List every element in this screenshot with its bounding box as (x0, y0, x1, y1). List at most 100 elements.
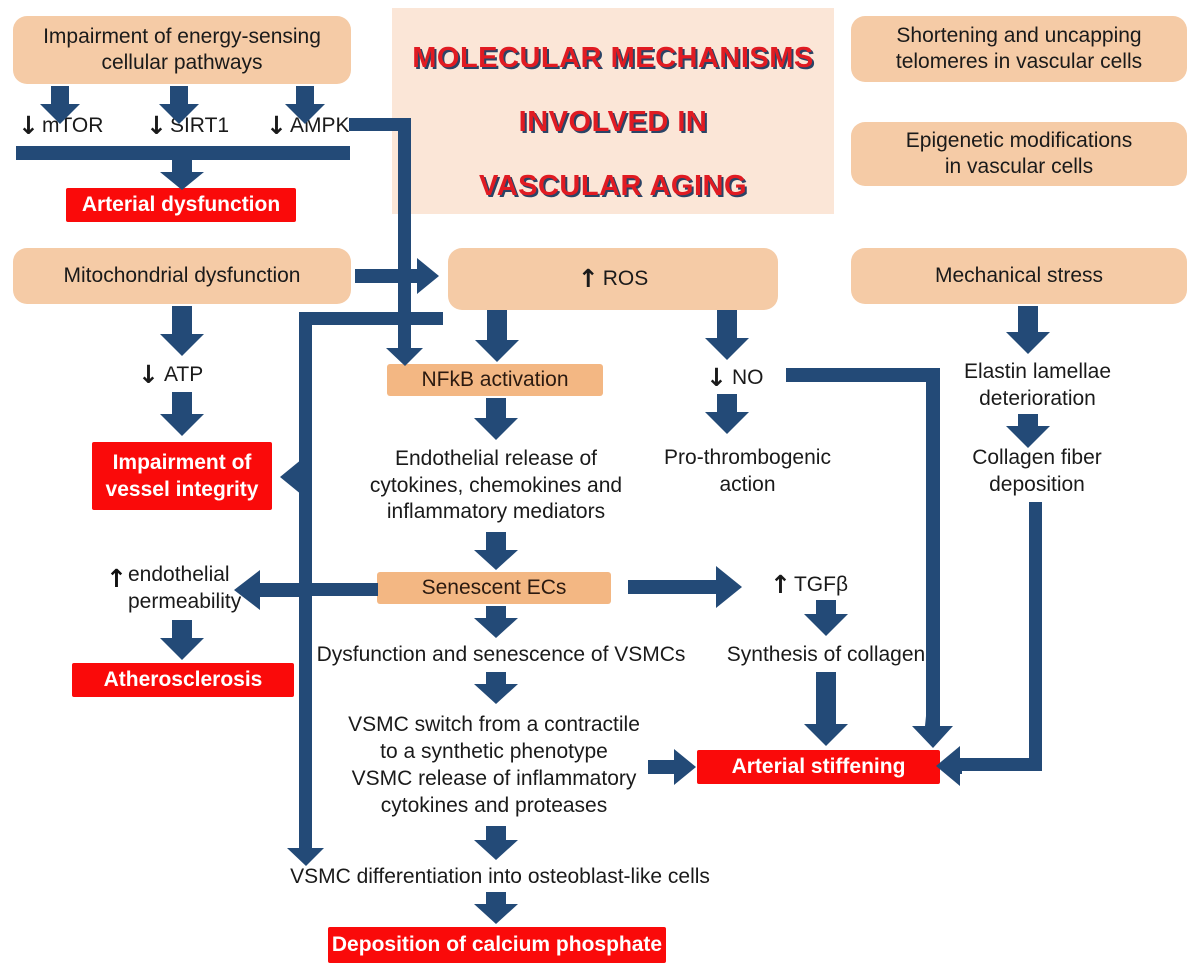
node-endothelial-permeability: endothelial permeability (102, 561, 282, 617)
node-vsmc-switch: VSMC switch from a contractile to a synt… (334, 708, 654, 824)
line-ampk-right (349, 118, 411, 131)
arrow-endothelial-release-to-senescent (474, 532, 518, 570)
node-tgfb: ↑ TGFβ (770, 570, 880, 600)
node-vsmc-switch-line4: cytokines and proteases (380, 793, 608, 817)
node-sirt1-label: SIRT1 (169, 113, 230, 137)
node-senescent-ecs: Senescent ECs (377, 572, 611, 604)
node-impairment-vessel-line2: vessel integrity (105, 478, 259, 501)
arrow-energy-to-mtor (40, 86, 80, 124)
node-telomeres: Shortening and uncapping telomeres in va… (851, 16, 1187, 82)
node-vsmc-switch-line3: VSMC release of inflammatory (351, 767, 637, 790)
arrow-to-impairment-vessel (280, 459, 312, 495)
node-endothelial-permeability-line1: endothelial (128, 563, 230, 587)
node-epigenetic-line2: in vascular cells (944, 155, 1094, 178)
line-no-right (786, 368, 940, 382)
node-impairment-vessel-line1: Impairment of (112, 450, 252, 474)
node-ros: ↑ ROS (448, 248, 778, 310)
arrow-ros-to-no (705, 310, 749, 360)
node-epigenetic: Epigenetic modifications in vascular cel… (851, 122, 1187, 186)
up-regulation-icon: ↑ (577, 264, 599, 294)
node-prothrombogenic: Pro-thrombogenic action (650, 444, 845, 500)
arrow-ros-to-nfkb (475, 310, 519, 362)
arrow-collagen-to-arterial-stiffening (936, 746, 962, 786)
title-line-2: INVOLVED IN (518, 106, 708, 138)
node-atp: ↓ ATP (138, 360, 248, 390)
node-impairment-vessel: Impairment of vessel integrity (92, 442, 272, 510)
arrow-vsmc-switch-to-differentiation (474, 826, 518, 860)
arrow-vsmc-differentiation-to-calcium (474, 892, 518, 924)
title-line-1: MOLECULAR MECHANISMS (412, 42, 814, 74)
line-no-down (926, 368, 940, 734)
arrow-to-endothelial-permeability (234, 570, 312, 610)
arrow-mechanical-stress-to-elastin (1006, 306, 1050, 354)
line-ampk-down (398, 118, 411, 358)
node-endothelial-release-line3: inflammatory mediators (386, 500, 606, 524)
node-arterial-dysfunction: Arterial dysfunction (66, 188, 296, 222)
down-regulation-icon: ↓ (18, 111, 39, 140)
line-ros-left (303, 312, 443, 325)
arrow-vsmc-dysfunction-to-switch (474, 672, 518, 704)
arrow-tgfb-to-synthesis-collagen (804, 600, 848, 636)
arrow-ros-line-to-vsmc-differentiation (287, 840, 324, 866)
node-tgfb-label: TGFβ (793, 572, 849, 596)
collector-bar-energy (16, 146, 350, 160)
node-senescent-ecs-label: Senescent ECs (421, 576, 567, 599)
arrow-energy-to-ampk (285, 86, 325, 124)
node-synthesis-collagen: Synthesis of collagen (718, 640, 934, 670)
node-vsmc-differentiation-label: VSMC differentiation into osteoblast-lik… (290, 864, 710, 888)
node-atp-label: ATP (163, 362, 204, 386)
node-endothelial-permeability-line2: permeability (128, 590, 242, 613)
node-vsmc-dysfunction-label: Dysfunction and senescence of VSMCs (316, 642, 686, 666)
line-collagen-left (958, 758, 1042, 771)
node-vsmc-dysfunction: Dysfunction and senescence of VSMCs (308, 640, 694, 670)
node-elastin-line2: deterioration (979, 387, 1096, 410)
title-line-3: VASCULAR AGING (479, 170, 747, 202)
node-endothelial-release-line1: Endothelial release of (395, 446, 597, 470)
node-atherosclerosis-label: Atherosclerosis (103, 668, 263, 692)
node-calcium-phosphate: Deposition of calcium phosphate (328, 927, 666, 963)
node-mechanical-stress: Mechanical stress (851, 248, 1187, 304)
node-elastin-line1: Elastin lamellae (963, 360, 1112, 384)
arrow-no-to-arterial-stiffening (912, 716, 953, 748)
node-vsmc-switch-line1: VSMC switch from a contractile (348, 713, 640, 737)
node-telomeres-line2: telomeres in vascular cells (895, 50, 1143, 73)
node-synthesis-collagen-label: Synthesis of collagen (726, 642, 926, 666)
node-nfkb: NFkB activation (387, 364, 603, 396)
node-impairment-energy: Impairment of energy-sensing cellular pa… (13, 16, 351, 84)
node-epigenetic-line1: Epigenetic modifications (905, 128, 1133, 152)
node-endothelial-release-line2: cytokines, chemokines and (369, 473, 623, 497)
node-endothelial-release: Endothelial release of cytokines, chemok… (365, 444, 627, 528)
node-impairment-energy-line2: cellular pathways (101, 51, 263, 74)
node-no-label: NO (731, 365, 764, 389)
up-regulation-icon: ↑ (770, 570, 791, 599)
arrow-collector-to-arterial-dysfunction (160, 160, 204, 190)
arrow-energy-to-sirt1 (159, 86, 199, 124)
node-collagen-deposition-line1: Collagen fiber (972, 446, 1102, 470)
arrow-mito-to-ros (355, 258, 439, 294)
arrow-permeability-to-atherosclerosis (160, 620, 204, 660)
node-mito-dysfunction-label: Mitochondrial dysfunction (63, 263, 301, 287)
up-regulation-icon: ↑ (106, 564, 127, 593)
node-telomeres-line1: Shortening and uncapping (896, 23, 1142, 47)
node-impairment-energy-line1: Impairment of energy-sensing (43, 24, 321, 48)
arrow-senescent-to-vsmc-dysfunction (474, 606, 518, 638)
node-mechanical-stress-label: Mechanical stress (934, 263, 1104, 287)
node-arterial-stiffening: Arterial stiffening (697, 750, 940, 784)
node-collagen-deposition-line2: deposition (989, 473, 1085, 496)
down-regulation-icon: ↓ (266, 111, 287, 140)
down-regulation-icon: ↓ (138, 360, 159, 389)
arrow-nfkb-to-endothelial-release (474, 398, 518, 440)
node-mito-dysfunction: Mitochondrial dysfunction (13, 248, 351, 304)
node-sirt1: ↓ SIRT1 (146, 111, 250, 141)
node-arterial-stiffening-label: Arterial stiffening (731, 755, 906, 779)
line-collagen-down (1029, 502, 1042, 758)
title-panel (392, 8, 834, 214)
node-prothrombogenic-line2: action (719, 473, 776, 496)
node-elastin: Elastin lamellae deterioration (930, 358, 1145, 414)
arrow-no-to-prothrombogenic (705, 394, 749, 434)
arrow-vsmc-switch-to-stiffening (648, 749, 696, 785)
node-nfkb-label: NFkB activation (421, 368, 569, 391)
node-ros-label: ROS (602, 266, 649, 290)
